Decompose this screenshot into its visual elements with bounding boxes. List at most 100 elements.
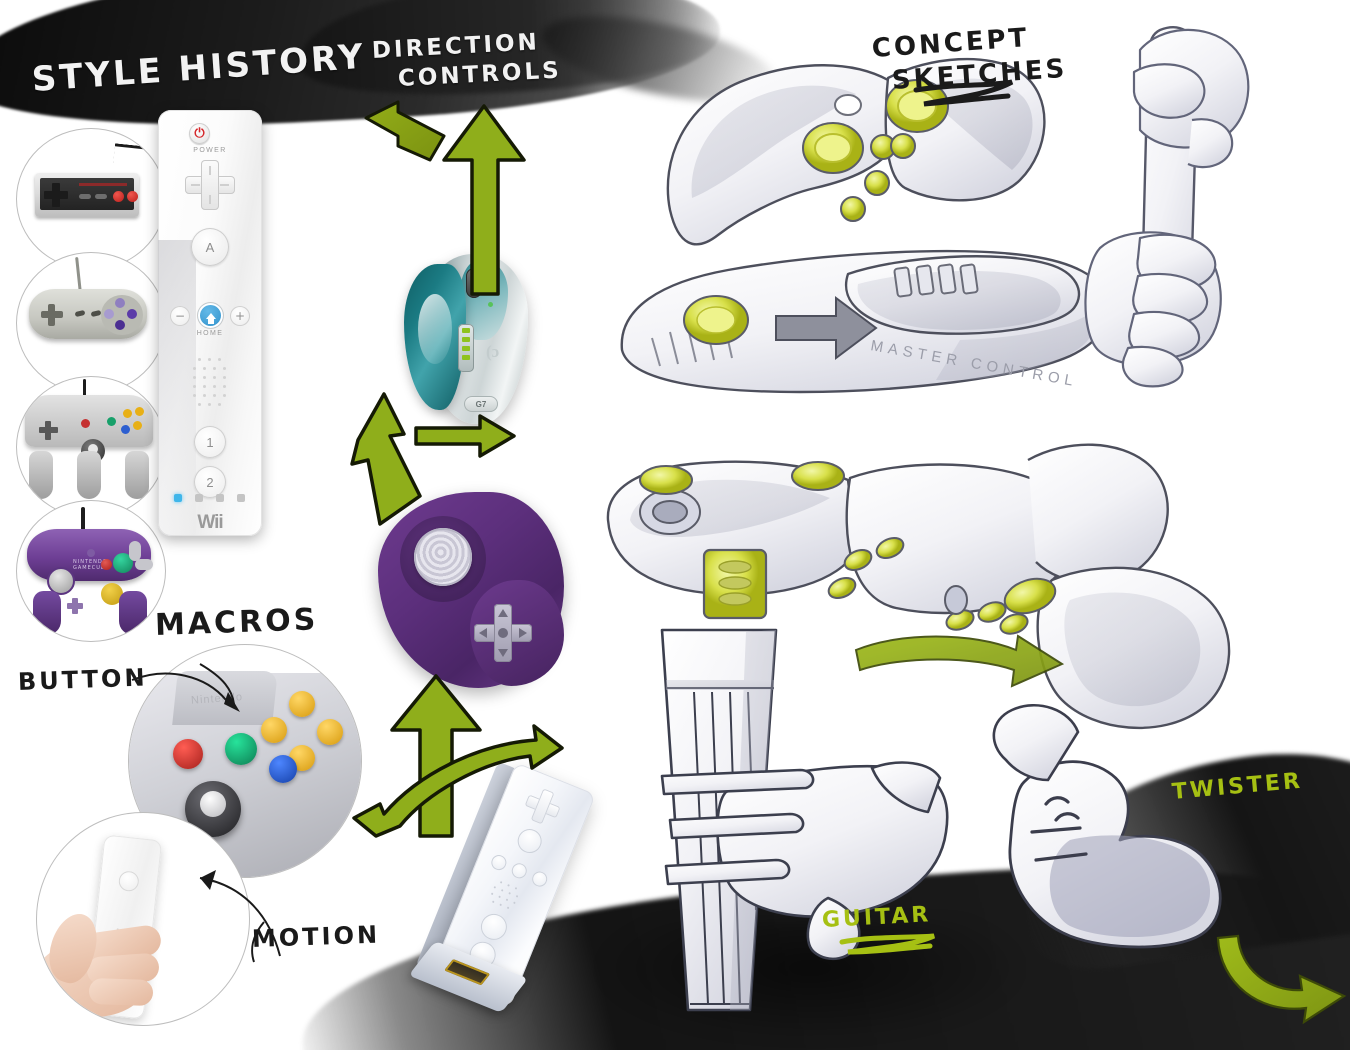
ink-sweep-top-tail: [535, 0, 785, 119]
label-direction-controls-line2: CONTROLS: [397, 57, 563, 92]
n64-closeup-b-button: [269, 755, 297, 783]
n64-left-grip: [29, 451, 53, 499]
sketch-wing-controller-shading: [691, 78, 1033, 198]
sketch-shoe-ankle: [992, 704, 1080, 782]
label-guitar: GUITAR: [821, 902, 932, 933]
gamecube-left-grip: [33, 591, 61, 635]
sketch-yoke-shoulder-left: [639, 465, 693, 495]
n64-c-right-button: [123, 409, 132, 418]
wii-remote-sheen: [158, 240, 196, 540]
snes-cable: [75, 256, 82, 294]
n64-b-button: [81, 419, 90, 428]
sketch-button-small-2: [890, 133, 916, 159]
purple-concept-pad[interactable]: [378, 492, 564, 688]
dpad-icon[interactable]: [185, 160, 235, 210]
nes-stripe: [79, 183, 127, 186]
wii-led-3: [216, 494, 224, 502]
n64-c-up-button: [135, 407, 144, 416]
sketch-shoe-shading: [1049, 835, 1211, 937]
sketch-button-large-left: [802, 122, 864, 174]
wii-remote-tilted[interactable]: Wii: [408, 761, 596, 1013]
mouse-model-badge: G7: [464, 396, 498, 412]
home-icon[interactable]: [198, 303, 223, 328]
page-title-style-history: STYLE HISTORY: [30, 36, 368, 100]
sketch-power-icon: [834, 94, 862, 116]
sketch-yoke-controller: [606, 443, 1231, 730]
snes-a-button: [127, 309, 137, 319]
wii-power-label: POWER: [193, 147, 227, 154]
label-button: BUTTON: [17, 663, 148, 696]
wii-led-4: [237, 494, 245, 502]
snes-y-button: [104, 309, 114, 319]
logitech-logo: (ɔ: [486, 342, 500, 361]
n64-cable: [83, 379, 86, 399]
sketch-dock-side-ribs: [651, 321, 733, 367]
label-twister: TWISTER: [1170, 768, 1304, 805]
logitech-g7-mouse[interactable]: (ɔ G7: [404, 250, 534, 428]
style-history-item-n64: [16, 376, 166, 518]
wii-plus-button[interactable]: +: [230, 306, 250, 326]
wii-led-1: [174, 494, 182, 502]
n64-controller: [25, 395, 153, 499]
gamecube-x-button: [135, 559, 153, 570]
sketch-yoke-center-module: [702, 548, 768, 620]
power-icon[interactable]: ⏻: [189, 123, 210, 144]
speaker-grille-icon: [191, 358, 229, 412]
mouse-left-button[interactable]: [404, 264, 466, 410]
nes-select-button: [79, 194, 91, 199]
gamecube-a-button: [113, 553, 133, 573]
sketch-yoke-buttons: [639, 461, 1057, 635]
sketch-dock-vents: [893, 263, 979, 298]
snes-select-button: [74, 309, 86, 318]
label-direction-controls-line1: DIRECTION: [371, 29, 541, 64]
n64-c-left-button: [133, 421, 142, 430]
sketch-shoe-laces: [1030, 796, 1088, 862]
sketch-hand-grip-lower: [1084, 231, 1222, 388]
mouse-status-led: [488, 302, 493, 307]
style-history-item-nes: [16, 128, 166, 270]
gamecube-b-button: [101, 559, 112, 570]
sketch-yoke-shading: [630, 479, 1201, 707]
n64-right-grip: [125, 451, 149, 499]
mouse-scroll-wheel[interactable]: [466, 268, 482, 298]
n64-closeup-c-right-button: [317, 719, 343, 745]
sketch-button-small-1: [870, 134, 896, 160]
n64-closeup-a-button: [225, 733, 257, 765]
sketch-master-control-dock: [620, 249, 1111, 394]
hand-ring-finger: [88, 977, 154, 1007]
expansion-port-icon: [444, 958, 491, 986]
n64-dpad-icon-vertical: [45, 421, 51, 440]
n64-closeup-c-up-button: [289, 691, 315, 717]
wii-remote-main[interactable]: ⏻ POWER A − + HOME 1 2: [158, 110, 262, 540]
sketch-guitar-neck-shading: [666, 630, 776, 1010]
wii-remote-a-button: [117, 870, 140, 893]
mouse-battery-indicator: [458, 324, 474, 372]
sketch-button-small-4: [840, 196, 866, 222]
wii-led-2: [195, 494, 203, 502]
nes-b-button: [113, 191, 124, 202]
sketch-wing-controller-buttons: [802, 79, 949, 222]
wii-button-one[interactable]: 1: [194, 426, 226, 458]
guitar-underline-scribble: [839, 933, 936, 955]
wii-brand-logo: Wii: [197, 512, 223, 533]
wii-a-button[interactable]: A: [191, 228, 229, 266]
gamecube-dpad-icon-vertical: [72, 598, 78, 614]
macros-motion-closeup: Wii: [36, 812, 250, 1026]
analog-stick-icon[interactable]: [414, 528, 472, 586]
n64-closeup-red-button: [173, 739, 203, 769]
n64-center-grip: [77, 451, 101, 499]
sketch-dock-power-button: [683, 295, 749, 345]
wii-button-two[interactable]: 2: [194, 466, 226, 498]
sketch-dock-label: MASTER CONTROL: [869, 337, 1079, 390]
snes-controller: [29, 289, 147, 339]
snes-x-button: [115, 298, 125, 308]
gamecube-cable: [81, 507, 85, 531]
sketch-dock-arrow: [775, 296, 878, 360]
wii-minus-button[interactable]: −: [170, 306, 190, 326]
dpad-icon[interactable]: [474, 604, 532, 662]
sketch-dock-shading: [857, 270, 1095, 381]
label-motion: MOTION: [251, 920, 381, 953]
sketch-button-small-3: [864, 170, 890, 196]
